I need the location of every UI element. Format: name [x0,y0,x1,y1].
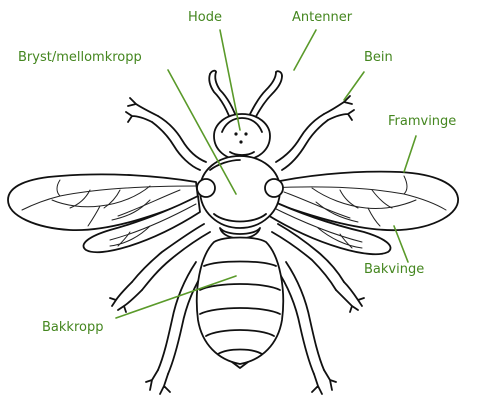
leader-head [220,30,240,130]
label-abdomen: Bakkropp [42,320,103,335]
thorax-drawing [197,156,283,239]
label-antennae: Antenner [292,10,352,25]
leader-forewing [404,136,416,172]
label-head: Hode [188,10,222,25]
label-hindwing: Bakvinge [364,262,424,277]
label-forewing: Framvinge [388,114,456,129]
head-drawing [214,114,270,160]
label-legs: Bein [364,50,393,65]
leader-hindwing [394,226,408,262]
leader-antennae [294,30,316,70]
abdomen-drawing [197,238,283,369]
label-thorax: Bryst/mellomkropp [18,50,142,65]
leader-legs [344,72,364,100]
